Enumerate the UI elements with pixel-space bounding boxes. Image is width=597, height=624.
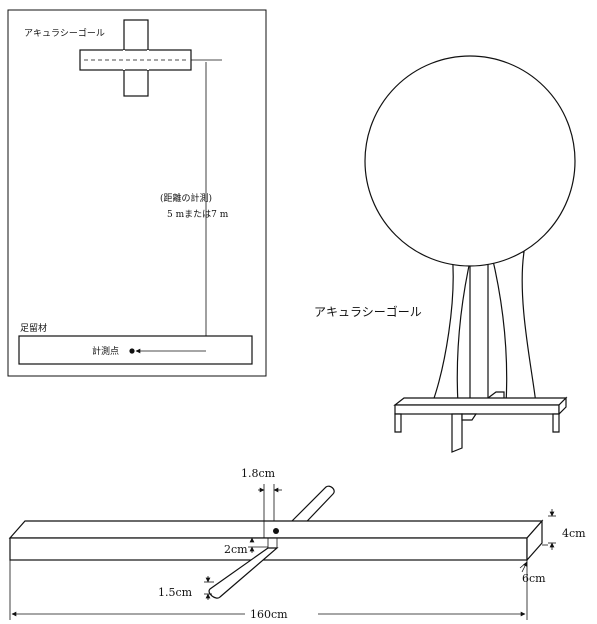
- goal-base-leg-right: [552, 413, 560, 433]
- dim-height-label: 4cm: [562, 527, 586, 540]
- bar-figure: 1.8cm 4cm 2cm 6cm 1.5cm 160cm: [8, 467, 586, 621]
- distance-value: 5 mまたは7 m: [167, 209, 229, 220]
- plan-view-panel: アキュラシーゴール (距離の計測) 5 mまたは7 m 足留材 計測点: [7, 9, 267, 377]
- foot-board: [18, 335, 253, 365]
- goal-base-front-foot: [451, 413, 463, 453]
- distance-label: (距離の計測): [160, 192, 212, 204]
- goal-base-leg-left: [394, 413, 402, 433]
- goal-base-top: [393, 397, 568, 406]
- dim-peg-diameter-label: 1.5cm: [158, 586, 193, 599]
- plan-view-frame: [7, 9, 267, 377]
- goal-base-front: [394, 404, 560, 415]
- dim-peg-width-label: 1.8cm: [241, 467, 276, 480]
- goal-support-left: [431, 251, 473, 405]
- peg-hole: [273, 528, 279, 534]
- goal-support-right: [490, 251, 537, 405]
- dim-depth-label: 6cm: [522, 572, 546, 585]
- dim-offset-label: 2cm: [224, 543, 248, 556]
- goal-figure: アキュラシーゴール: [314, 55, 576, 453]
- foot-board-label: 足留材: [20, 322, 47, 334]
- goal-circle: [364, 55, 576, 267]
- bar-end-face: [526, 519, 543, 562]
- dim-length-label: 160cm: [250, 608, 288, 621]
- peg-lower: [208, 547, 279, 599]
- goal-figure-label: アキュラシーゴール: [314, 304, 422, 319]
- plan-goal-label: アキュラシーゴール: [24, 27, 105, 39]
- measure-point-label: 計測点: [92, 345, 119, 357]
- measure-point-dot: [129, 348, 135, 354]
- goal-pole: [469, 247, 489, 407]
